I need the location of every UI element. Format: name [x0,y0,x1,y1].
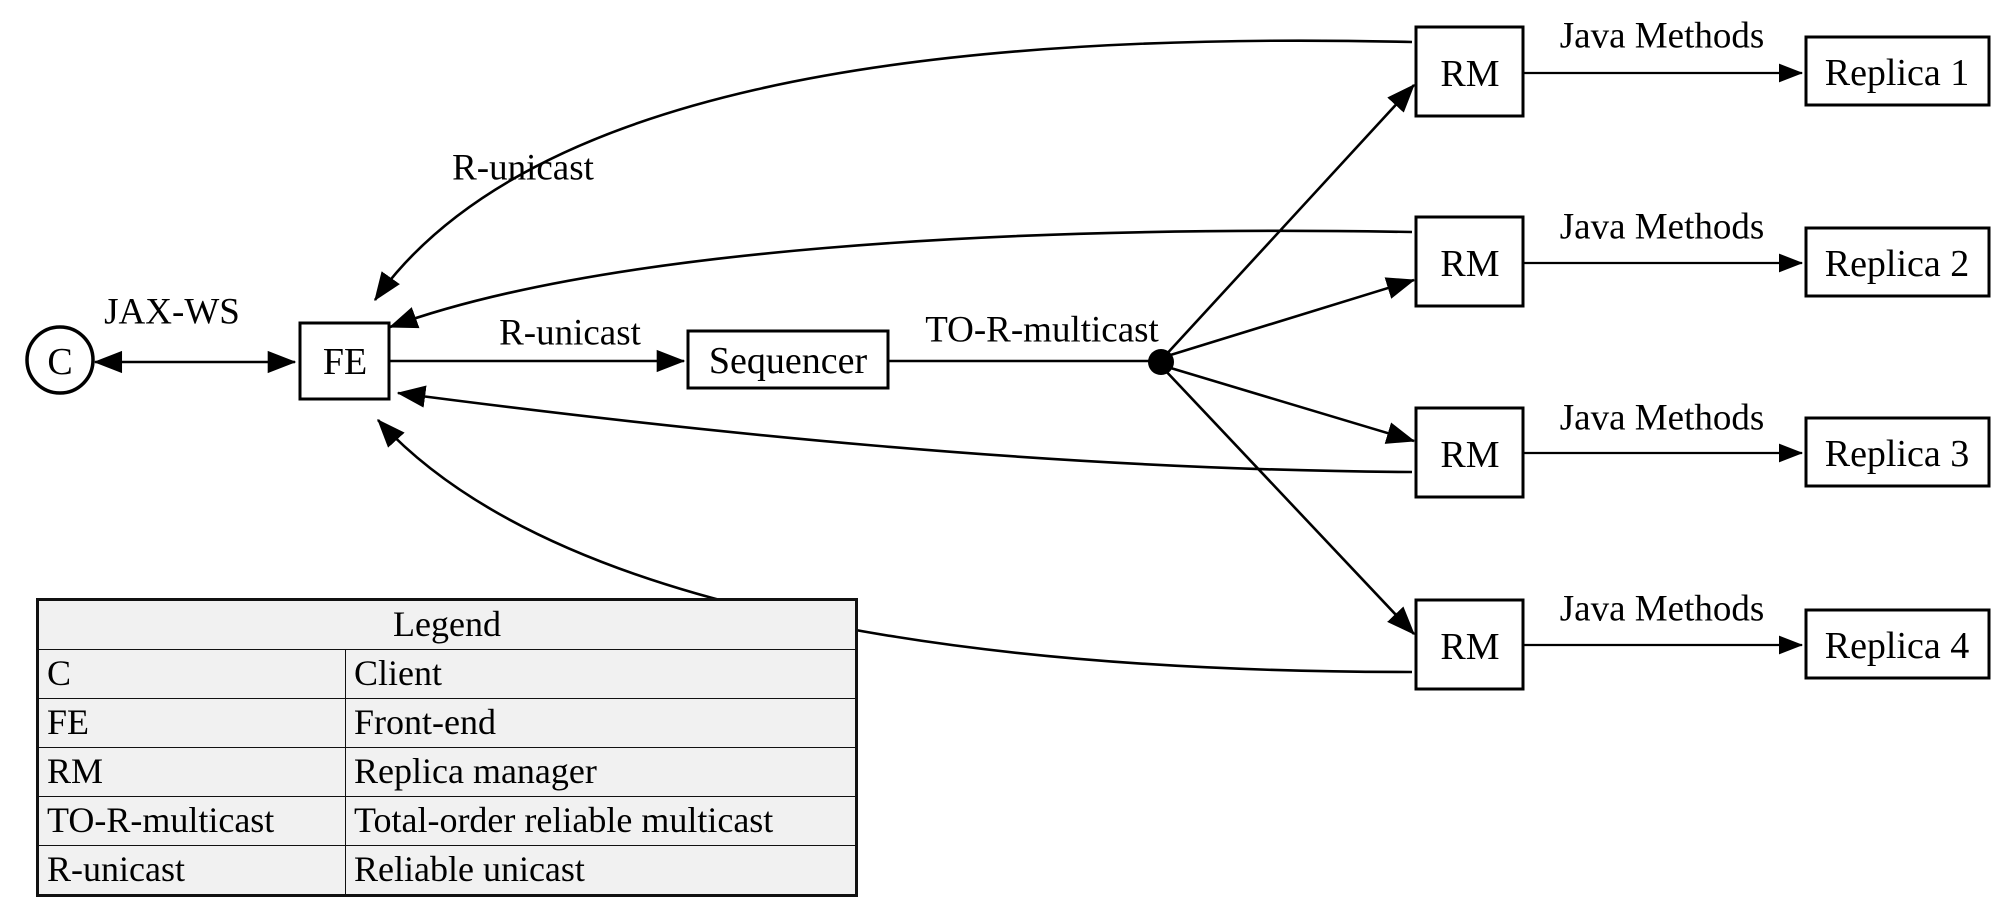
legend-key: TO-R-multicast [39,796,346,846]
legend-value: Replica manager [345,747,855,797]
node-rm4[interactable] [1414,598,1525,691]
edge-label-runicast-top: R-unicast [452,148,595,189]
node-sequencer-label: Sequencer [709,340,868,382]
node-rm4-label: RM [1440,626,1499,668]
node-client[interactable] [25,325,95,395]
edge-label-jax-ws: JAX-WS [104,292,240,333]
edge-label-runicast-mid: R-unicast [499,313,642,354]
node-replica1[interactable] [1804,35,1991,107]
legend-row: FE Front-end [39,698,855,748]
edge-label-java-methods-2: Java Methods [1560,207,1765,248]
legend-key: C [39,649,346,699]
node-replica1-label: Replica 1 [1825,52,1970,94]
node-client-label: C [47,341,72,383]
legend-row: TO-R-multicast Total-order reliable mult… [39,796,855,846]
legend-title: Legend [39,601,855,650]
node-replica2[interactable] [1804,226,1991,298]
legend-row: R-unicast Reliable unicast [39,845,855,894]
legend-value: Reliable unicast [345,845,855,894]
edge-label-java-methods-4: Java Methods [1560,589,1765,630]
node-rm3-label: RM [1440,434,1499,476]
node-replica3-label: Replica 3 [1825,433,1970,475]
node-rm1[interactable] [1414,25,1525,118]
legend-value: Total-order reliable multicast [345,796,855,846]
edge-label-java-methods-3: Java Methods [1560,398,1765,439]
legend-grid: Legend C Client FE Front-end RM Replica … [39,601,855,894]
edge-rm1-frontend-runicast [373,39,1413,302]
edge-label-java-methods-1: Java Methods [1560,16,1765,57]
legend-row: RM Replica manager [39,747,855,797]
edge-rm3-frontend-runicast [396,385,1413,474]
edge-label-to-r-multicast: TO-R-multicast [925,310,1159,351]
edge-junction-rm2 [1163,277,1416,359]
node-rm3[interactable] [1414,406,1525,499]
node-frontend-label: FE [323,341,367,383]
legend-key: R-unicast [39,845,346,894]
edge-junction-rm3 [1163,364,1416,444]
legend-key: RM [39,747,346,797]
node-frontend[interactable] [298,321,391,401]
multicast-junction-dot [1148,349,1174,375]
node-rm2-label: RM [1440,243,1499,285]
legend-value: Front-end [345,698,855,748]
legend-row: C Client [39,649,855,699]
node-replica4-label: Replica 4 [1825,625,1970,667]
node-replica4[interactable] [1804,608,1991,680]
node-sequencer[interactable] [686,329,890,390]
node-replica2-label: Replica 2 [1825,243,1970,285]
legend-table: Legend C Client FE Front-end RM Replica … [36,598,858,897]
edge-junction-rm1 [1162,84,1415,359]
node-replica3[interactable] [1804,416,1991,488]
legend-title-row: Legend [39,601,855,650]
edge-rm2-frontend-runicast [388,229,1413,329]
node-rm1-label: RM [1440,53,1499,95]
edge-junction-rm4 [1162,367,1415,635]
node-rm2[interactable] [1414,215,1525,308]
legend-key: FE [39,698,346,748]
legend-value: Client [345,649,855,699]
